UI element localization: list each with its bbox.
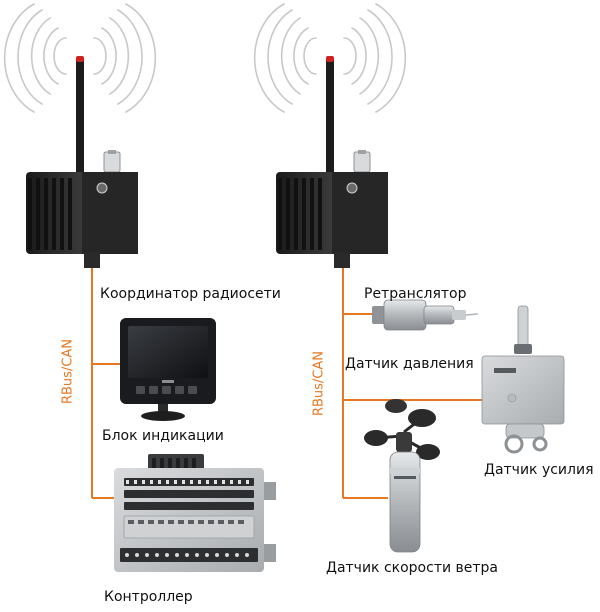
controller-label: Контроллер — [104, 589, 193, 605]
repeater-label: Ретранслятор — [364, 286, 467, 302]
controller-icon — [114, 454, 276, 572]
display-unit-icon — [120, 318, 216, 421]
bus-label-right: RBus/CAN — [311, 350, 327, 417]
wind-sensor-label: Датчик скорости ветра — [326, 560, 499, 576]
force-sensor-icon — [481, 305, 565, 454]
radio-module-icon — [26, 56, 138, 268]
radio-waves-icon — [253, 3, 407, 113]
radio-module-icon — [276, 56, 388, 268]
bus-label-left: RBus/CAN — [60, 338, 76, 405]
antenna-icon — [73, 56, 87, 184]
pressure-sensor-icon — [372, 299, 479, 331]
antenna-icon — [323, 56, 337, 184]
coordinator-label: Координатор радиосети — [100, 286, 281, 302]
pressure-sensor-label: Датчик давления — [345, 356, 474, 372]
radio-waves-icon — [3, 3, 157, 113]
display-unit-label: Блок индикации — [102, 428, 224, 444]
anemometer-icon — [364, 399, 440, 553]
force-sensor-label: Датчик усилия — [484, 462, 594, 478]
